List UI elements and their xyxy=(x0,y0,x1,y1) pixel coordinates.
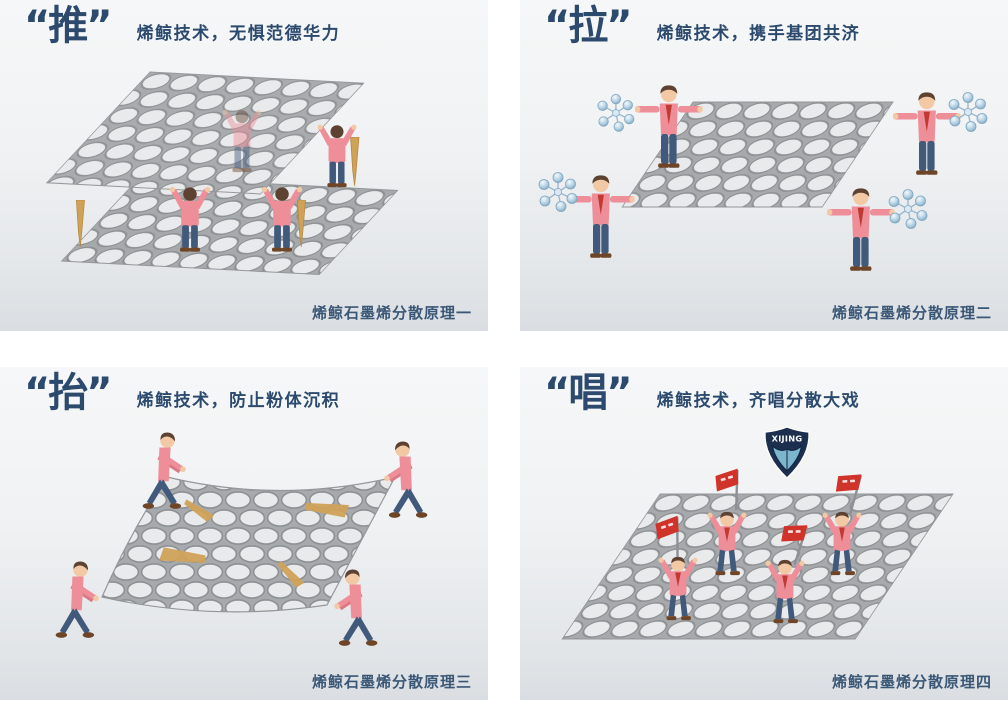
xijing-logo-text: XIJING xyxy=(772,434,803,444)
panel-push-keyword: “推” xyxy=(24,3,113,49)
molecule-icon xyxy=(888,188,928,230)
graphene-sheet xyxy=(561,493,954,640)
man-figure xyxy=(317,124,357,188)
graphene-sheet-top xyxy=(45,71,365,195)
panel-push-caption: 烯鲸石墨烯分散原理一 xyxy=(311,304,472,322)
wedge-icon xyxy=(350,137,360,187)
panel-lift-subtitle: 烯鲸技术，防止粉体沉积 xyxy=(136,391,341,411)
molecule-icon xyxy=(597,93,635,133)
panel-pull-subtitle: 烯鲸技术，携手基团共济 xyxy=(656,24,861,44)
panel-pull-keyword: “拉” xyxy=(544,3,633,49)
man-figure xyxy=(334,569,378,646)
man-figure xyxy=(384,441,428,518)
graphene-sheet xyxy=(621,101,894,208)
panel-sing-header: “唱” 烯鲸技术，齐唱分散大戏 xyxy=(544,369,998,417)
scene-pull xyxy=(538,85,988,271)
man-figure xyxy=(55,561,99,638)
panel-lift: “抬” 烯鲸技术，防止粉体沉积 烯鲸石墨烯分散原理三 xyxy=(0,367,488,700)
man-figure xyxy=(827,188,895,271)
man-figure xyxy=(567,175,635,258)
panel-pull-header: “拉” 烯鲸技术，携手基团共济 xyxy=(544,2,998,50)
panel-lift-keyword: “抬” xyxy=(24,370,113,416)
panel-pull-caption: 烯鲸石墨烯分散原理二 xyxy=(831,304,992,322)
panel-push: “推” 烯鲸技术，无惧范德华力 烯鲸石墨烯分散原理一 xyxy=(0,0,488,331)
molecule-icon xyxy=(538,171,578,213)
panel-pull: “拉” 烯鲸技术，携手基团共济 烯鲸石墨烯分散原理二 xyxy=(520,0,1008,331)
panel-lift-header: “抬” 烯鲸技术，防止粉体沉积 xyxy=(24,369,478,417)
xijing-logo: XIJING xyxy=(764,426,810,479)
scene-push xyxy=(45,71,399,276)
panel-lift-caption: 烯鲸石墨烯分散原理三 xyxy=(311,673,472,691)
panel-sing-keyword: “唱” xyxy=(544,370,633,416)
panel-sing: “唱” 烯鲸技术，齐唱分散大戏 XIJING 烯鲸石墨烯分散原理四 xyxy=(520,367,1008,700)
scene-lift xyxy=(55,432,428,646)
panel-sing-caption: 烯鲸石墨烯分散原理四 xyxy=(831,673,992,691)
molecule-icon xyxy=(948,91,988,133)
panel-sing-subtitle: 烯鲸技术，齐唱分散大戏 xyxy=(656,391,861,411)
panel-push-subtitle: 烯鲸技术，无惧范德华力 xyxy=(136,24,341,44)
scene-sing: XIJING xyxy=(561,426,954,640)
panel-push-header: “推” 烯鲸技术，无惧范德华力 xyxy=(24,2,478,50)
